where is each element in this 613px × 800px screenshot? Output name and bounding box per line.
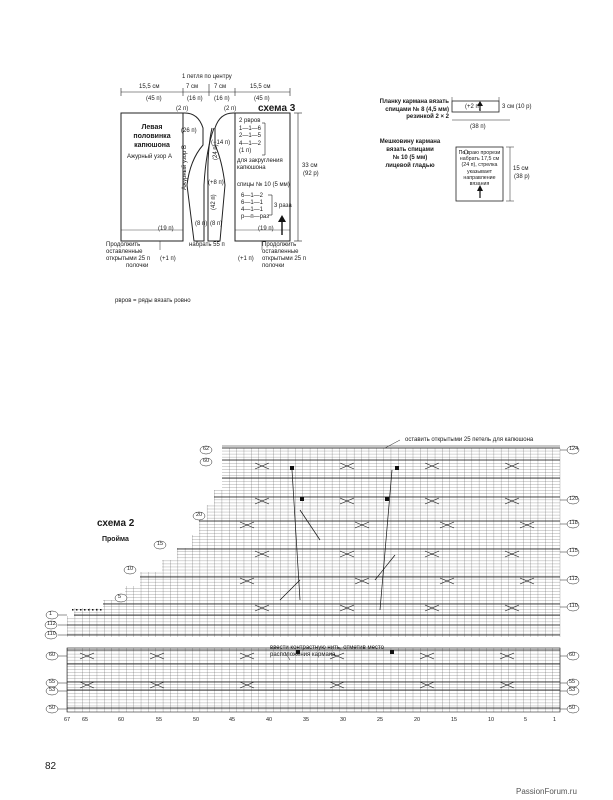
pocket-lining-rows: (38 р) [514, 174, 530, 180]
width-st-4: (45 п) [254, 96, 270, 102]
row-label-left-53: 53 [49, 687, 56, 693]
row-label-right-112: 112 [569, 576, 578, 582]
right-decrease-list: 2 рвров 1—1—6 2—1—5 4—1—2 (1 п) [239, 118, 262, 154]
row-label-left-60: 60 [203, 458, 210, 464]
row-label-left-20: 20 [196, 512, 203, 518]
axis-10: 10 [488, 717, 495, 723]
label-minus14p: (−14 п) [211, 140, 231, 146]
width-st-3: (16 п) [214, 96, 230, 102]
label-26p: (26 п) [181, 128, 197, 134]
axis-45: 45 [229, 717, 236, 723]
repeat-list: 6—1—2 6—1—1 4—1—1 р—п—раз [241, 193, 269, 220]
height-cm: 33 см [302, 163, 318, 169]
row-label-left-15: 15 [157, 541, 164, 547]
row-label-right-118: 118 [569, 520, 578, 526]
label-8p-left: (8 п) [195, 221, 208, 227]
axis-50: 50 [193, 717, 200, 723]
top-center-note: 1 петля по центру [182, 74, 232, 80]
axis-5: 5 [524, 717, 528, 723]
row-label-left-60b: 60 [49, 652, 56, 658]
axis-25: 25 [377, 717, 384, 723]
row-label-right-120: 120 [569, 496, 579, 502]
row-label-left-10: 10 [127, 566, 134, 572]
continue-right-note: Продолжить оставленные открытыми 25 п по… [262, 242, 307, 269]
needles-note: спицы № 10 (5 мм) [237, 182, 290, 188]
left-panel-title: Левая половинка капюшона [133, 124, 171, 149]
row-label-right-50: 50 [569, 705, 576, 711]
cast-on-note: набрать 55 п [189, 242, 225, 248]
row-label-right-60: 60 [569, 652, 576, 658]
row-label-left-110: 110 [47, 631, 56, 637]
height-rows: (92 р) [303, 171, 319, 177]
axis-1: 1 [553, 717, 557, 723]
legend-note: рвров = ряды вязать ровно [115, 298, 191, 304]
repeat-times: 3 раза [274, 203, 292, 209]
width-cm-2: 7 см [186, 84, 199, 90]
axis-30: 30 [340, 717, 347, 723]
row-label-right-110: 110 [569, 603, 578, 609]
axis-40: 40 [266, 717, 273, 723]
width-cm-4: 15,5 см [250, 84, 271, 90]
row-label-right-53: 53 [569, 687, 576, 693]
axis-60: 60 [118, 717, 125, 723]
rounding-note: для закругления капюшона [237, 158, 283, 171]
width-cm-3: 7 см [214, 84, 227, 90]
row-label-right-124: 124 [569, 446, 579, 452]
left-pattern: Ажурный узор А [127, 154, 173, 160]
pocket-lining-note: По краю прорези набрать 17,5 см (24 п), … [458, 150, 501, 188]
small-2p-right: (2 п) [224, 106, 237, 112]
width-st-1: (45 п) [146, 96, 162, 102]
schema2-top-note: оставить открытыми 25 петель для капюшон… [405, 437, 534, 443]
schema2-mid-note: ввести контрастную нить, отметив место р… [270, 645, 384, 658]
schema2-title: схема 2 [97, 518, 135, 529]
pocket-lining-height: 15 см [513, 166, 529, 172]
axis-55: 55 [156, 717, 163, 723]
schema3-title: схема 3 [258, 103, 296, 114]
row-label-right-55: 55 [569, 679, 576, 685]
row-label-left-1: 1 [49, 611, 53, 617]
row-label-left-50: 50 [49, 705, 56, 711]
width-st-2: (16 п) [187, 96, 203, 102]
continue-left-note: Продолжить оставленные открытыми 25 п по… [106, 242, 151, 269]
bottom-right-count: (19 п) [258, 226, 274, 232]
label-plus8p: (+8 п) [208, 180, 224, 186]
row-label-right-115: 115 [569, 548, 578, 554]
bottom-left-count: (19 п) [158, 226, 174, 232]
pocket-edge-height: 3 см (10 р) [502, 104, 532, 110]
row-label-left-62: 62 [203, 446, 210, 452]
page-number: 82 [45, 761, 57, 772]
label-8p-right: (8 п) [210, 221, 223, 227]
axis-67: 67 [64, 717, 71, 723]
axis-20: 20 [414, 717, 421, 723]
row-label-left-5: 5 [118, 594, 122, 600]
pocket-edge-add: (+2 п) [465, 104, 481, 110]
axis-35: 35 [303, 717, 310, 723]
pocket-edge-width: (38 п) [470, 124, 486, 130]
row-label-left-55: 55 [49, 679, 56, 685]
pocket-edge-title: Планку кармана вязать спицами № 8 (4,5 м… [379, 99, 449, 120]
pocket-lining-title: Мешковину кармана вязать спицами № 10 (5… [379, 139, 441, 169]
plus-left: (+1 п) [160, 256, 176, 262]
small-2p-left: (2 п) [176, 106, 189, 112]
watermark: PassionForum.ru [516, 787, 577, 796]
schema2-subtitle: Пройма [102, 536, 129, 543]
axis-15: 15 [451, 717, 458, 723]
plus-right: (+1 п) [238, 256, 254, 262]
axis-65: 65 [82, 717, 89, 723]
row-label-left-112: 112 [47, 621, 56, 627]
width-cm-1: 15,5 см [139, 84, 160, 90]
